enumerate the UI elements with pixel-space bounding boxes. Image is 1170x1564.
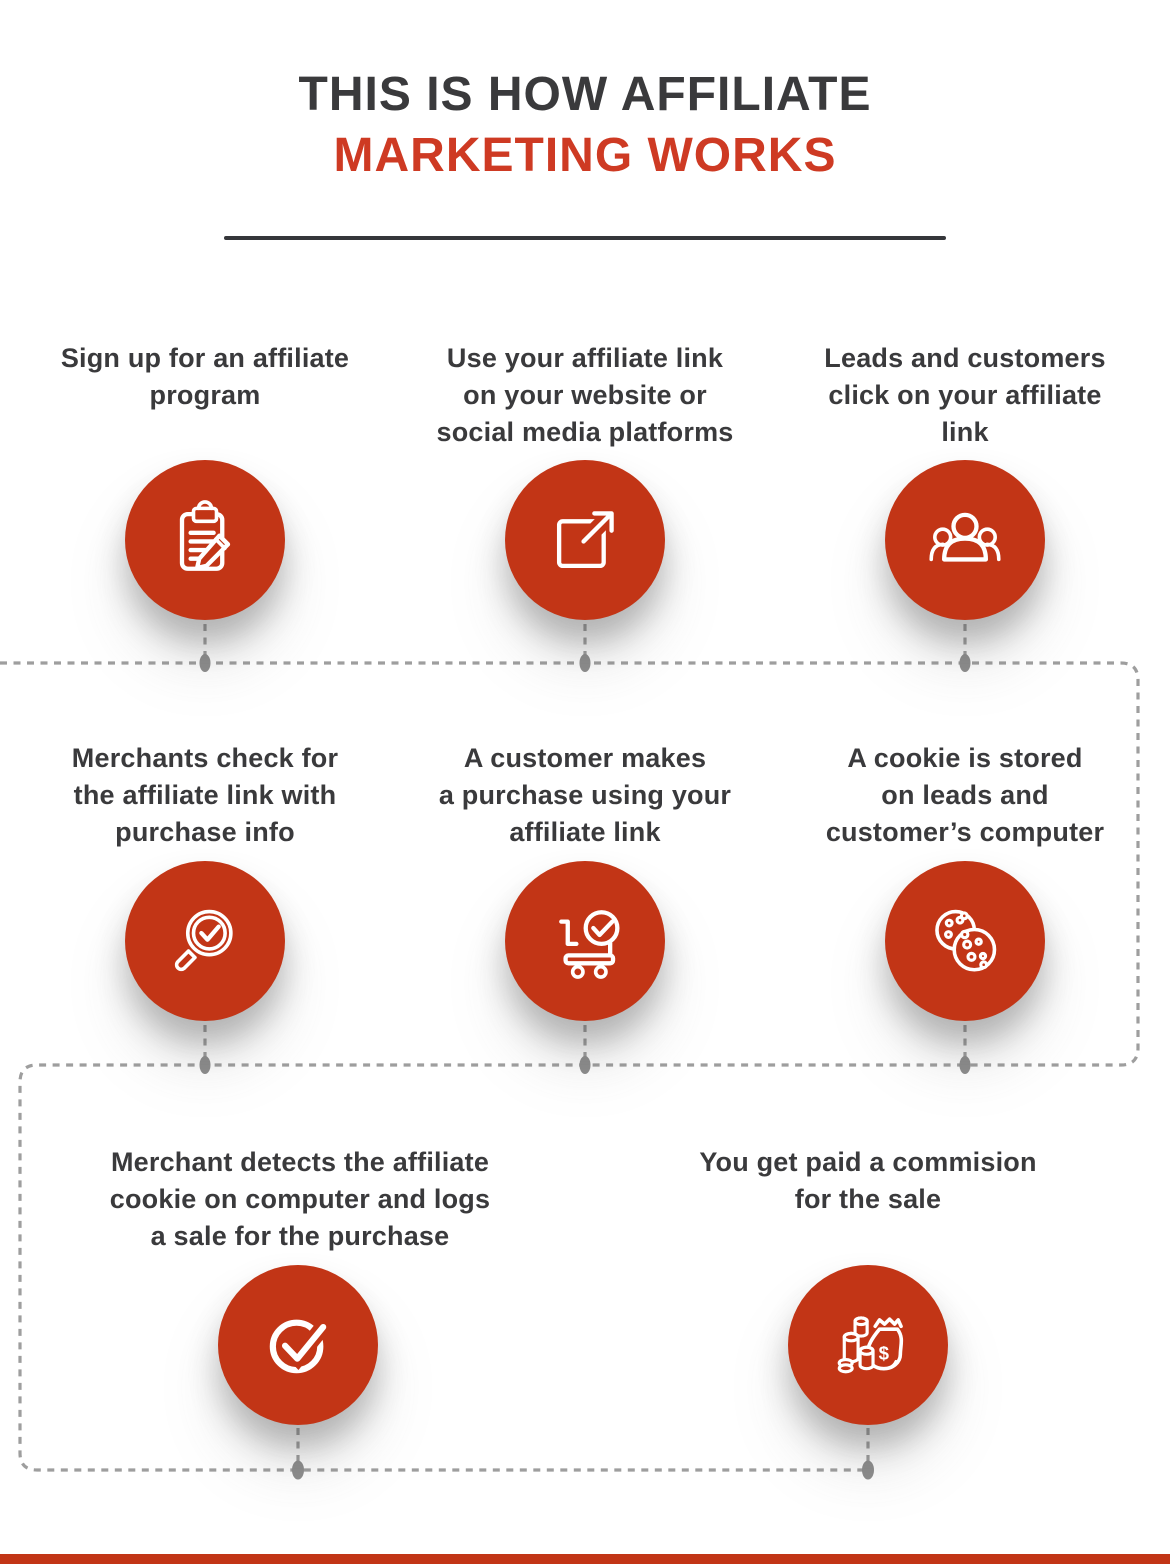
step-2-label: Use your affiliate link on your website … xyxy=(436,343,734,447)
step-4-icon-circle xyxy=(125,861,285,1021)
external-link-icon xyxy=(556,507,618,569)
step-7-label: Merchant detects the affiliate cookie on… xyxy=(109,1147,491,1251)
step-8-label: You get paid a commision for the sale xyxy=(699,1147,1037,1214)
title-divider xyxy=(224,236,946,240)
flow-snake-path xyxy=(0,661,1140,1472)
bottom-accent-bar xyxy=(0,1554,1170,1564)
users-group-icon xyxy=(929,512,1001,562)
row3-drop-lines xyxy=(296,1428,870,1468)
step-4-label: Merchants check for the affiliate link w… xyxy=(71,743,339,847)
step-3-label: Leads and customers click on your affili… xyxy=(824,343,1106,447)
step-1-label: Sign up for an affiliate program xyxy=(60,343,350,410)
step-8-icon-circle: $ xyxy=(788,1265,948,1425)
connector-dots xyxy=(199,654,971,1480)
dollar-symbol: $ xyxy=(879,1342,890,1363)
step-6-icon-circle xyxy=(885,861,1045,1021)
cart-check-icon xyxy=(559,910,620,979)
page-title: THIS IS HOW AFFILIATE MARKETING WORKS xyxy=(0,64,1170,186)
search-check-icon xyxy=(174,909,233,972)
step-5-icon-circle xyxy=(505,861,665,1021)
clipboard-pencil-icon xyxy=(179,500,231,571)
page-title-line1: THIS IS HOW AFFILIATE xyxy=(298,68,872,121)
cookies-icon xyxy=(935,909,997,972)
money-bag-icon: $ xyxy=(837,1316,904,1374)
step-1-icon-circle xyxy=(125,460,285,620)
page-title-line2: MARKETING WORKS xyxy=(333,129,837,182)
step-7-icon-circle xyxy=(218,1265,378,1425)
step-6-label: A cookie is stored on leads and customer… xyxy=(825,743,1105,847)
step-5-label: A customer makes a purchase using your a… xyxy=(438,743,732,847)
step-2-icon-circle xyxy=(505,460,665,620)
check-circle-icon xyxy=(269,1319,330,1374)
step-3-icon-circle xyxy=(885,460,1045,620)
